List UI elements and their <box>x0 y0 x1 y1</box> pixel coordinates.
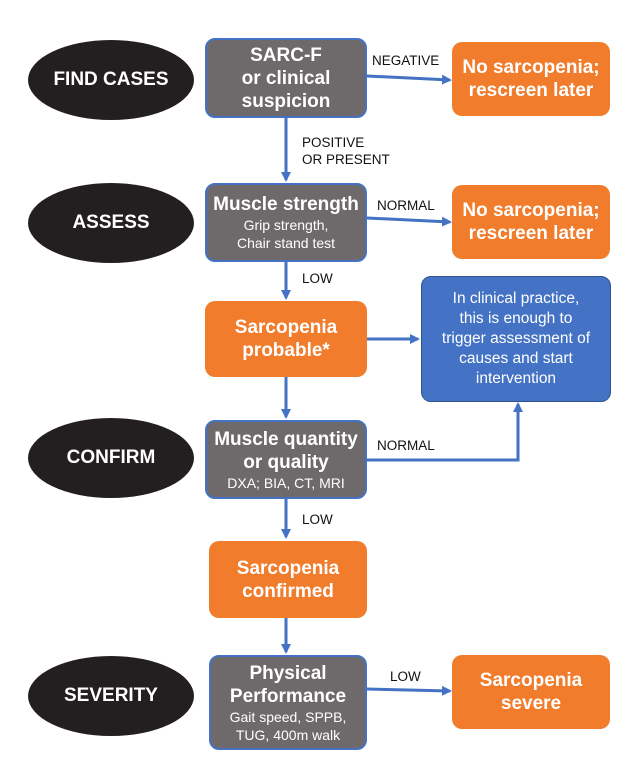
sarcopenia-severe-line-2: severe <box>500 693 562 714</box>
label-normal-2: NORMAL <box>377 438 435 453</box>
stage-find-cases: FIND CASES <box>28 40 194 120</box>
arrow-strength-to-no-sarcopenia <box>366 216 452 227</box>
sarcopenia-probable-line-2: probable* <box>242 340 330 361</box>
sarcopenia-confirmed-line-1: Sarcopenia <box>236 557 340 579</box>
stage-confirm: CONFIRM <box>28 418 194 498</box>
no-sarcopenia-1-line-2: rescreen later <box>468 80 594 101</box>
muscle-quantity-box: Muscle quantity or quality DXA; BIA, CT,… <box>205 420 367 499</box>
muscle-strength-detail-2: Chair stand test <box>236 235 336 251</box>
muscle-quantity-title-1: Muscle quantity <box>214 428 358 450</box>
muscle-quantity-title-2: or quality <box>243 451 329 473</box>
no-sarcopenia-box-1: No sarcopenia; rescreen later <box>452 42 610 116</box>
arrow-sarcf-to-no-sarcopenia <box>366 74 452 85</box>
stage-severity: SEVERITY <box>28 656 194 736</box>
physical-performance-detail-2: TUG, 400m walk <box>235 726 341 743</box>
physical-performance-detail-1: Gait speed, SPPB, <box>229 708 347 725</box>
arrow-performance-to-severe <box>366 685 452 696</box>
muscle-strength-box: Muscle strength Grip strength, Chair sta… <box>205 183 367 262</box>
label-positive-line-2: OR PRESENT <box>302 152 390 167</box>
label-low-2: LOW <box>302 512 333 527</box>
clinical-practice-note: In clinical practice, this is enough to … <box>421 276 611 402</box>
no-sarcopenia-2-line-2: rescreen later <box>468 223 594 244</box>
no-sarcopenia-2-line-1: No sarcopenia; <box>462 200 600 221</box>
muscle-quantity-detail: DXA; BIA, CT, MRI <box>227 474 345 491</box>
clinical-note-line-1: In clinical practice, <box>452 290 580 307</box>
sarcopenia-confirmed-line-2: confirmed <box>242 580 334 602</box>
sarcopenia-severe-line-1: Sarcopenia <box>479 670 583 691</box>
stage-assess: ASSESS <box>28 183 194 263</box>
label-negative: NEGATIVE <box>372 53 440 68</box>
physical-performance-title-2: Performance <box>229 685 347 707</box>
clinical-note-line-2: this is enough to <box>459 310 573 327</box>
sarcopenia-probable-box: Sarcopenia probable* <box>205 301 367 377</box>
clinical-note-line-5: intervention <box>475 370 557 387</box>
label-normal-1: NORMAL <box>377 198 435 213</box>
sarcopenia-confirmed-box: Sarcopenia confirmed <box>209 541 367 618</box>
sarcf-box: SARC-F or clinical suspicion <box>205 38 367 118</box>
label-low-3: LOW <box>390 669 421 684</box>
sarcopenia-severe-box: Sarcopenia severe <box>452 655 610 729</box>
sarcf-line-1: SARC-F <box>250 44 322 66</box>
label-positive-line-1: POSITIVE <box>302 135 365 150</box>
arrow-quantity-normal-to-clinical-note <box>367 402 523 462</box>
clinical-note-line-3: trigger assessment of <box>441 330 591 347</box>
label-low-1: LOW <box>302 271 333 286</box>
clinical-note-line-4: causes and start <box>459 350 573 367</box>
physical-performance-box: Physical Performance Gait speed, SPPB, T… <box>209 655 367 750</box>
no-sarcopenia-box-2: No sarcopenia; rescreen later <box>452 185 610 259</box>
physical-performance-title-1: Physical <box>249 662 327 684</box>
sarcf-line-3: suspicion <box>241 90 331 112</box>
no-sarcopenia-1-line-1: No sarcopenia; <box>462 57 600 78</box>
sarcf-line-2: or clinical <box>241 67 331 89</box>
sarcopenia-probable-line-1: Sarcopenia <box>234 317 338 338</box>
muscle-strength-detail-1: Grip strength, <box>243 217 329 233</box>
muscle-strength-title: Muscle strength <box>213 194 359 215</box>
